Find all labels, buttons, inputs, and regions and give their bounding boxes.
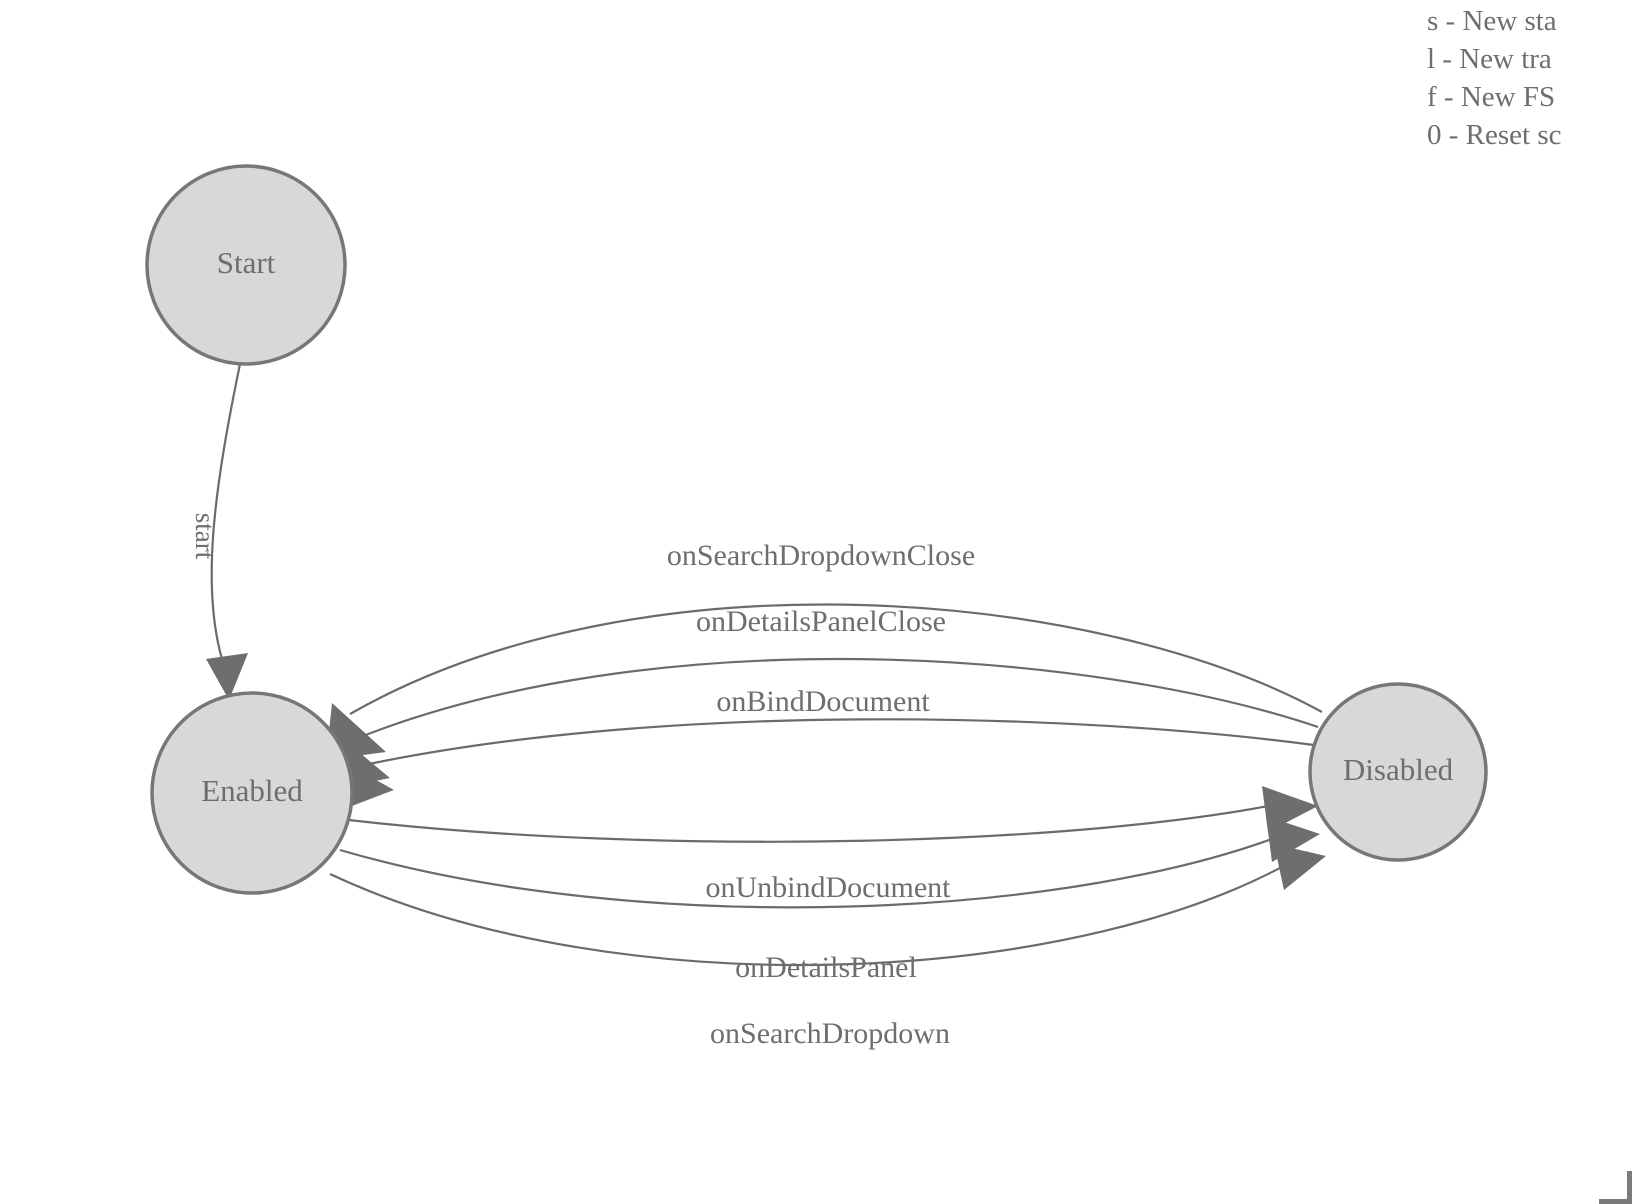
arrowhead-start-to-enabled — [206, 653, 248, 700]
edge-start-to-enabled[interactable] — [210, 363, 242, 667]
edge-onUnbindDocument[interactable] — [348, 798, 1299, 843]
node-disabled-circle[interactable] — [1308, 682, 1488, 862]
edge-label-start: start — [190, 513, 220, 560]
node-enabled-circle[interactable] — [150, 691, 354, 895]
edge-onBindDocument[interactable] — [349, 718, 1315, 770]
node-start-label: Start — [217, 245, 276, 280]
node-disabled[interactable]: Disabled — [1308, 682, 1488, 862]
edge-label-onSearchDropdownClose: onSearchDropdownClose — [667, 539, 975, 572]
node-enabled-label: Enabled — [201, 773, 303, 808]
arrowhead-onSearchDropdown — [1274, 844, 1326, 890]
edge-label-onSearchDropdown: onSearchDropdown — [710, 1017, 950, 1050]
help-line-new-transition: l - New tra — [1427, 43, 1552, 75]
edge-onSearchDropdown[interactable] — [329, 851, 1309, 967]
edge-label-onDetailsPanelClose: onDetailsPanelClose — [696, 605, 946, 638]
node-start-circle[interactable] — [145, 164, 347, 366]
help-line-new-state: s - New sta — [1427, 5, 1557, 37]
help-line-new-fsm: f - New FS — [1427, 81, 1556, 113]
edge-label-onDetailsPanel: onDetailsPanel — [735, 951, 917, 984]
node-enabled[interactable]: Enabled — [150, 691, 354, 895]
resize-corner-handle[interactable] — [1599, 1171, 1632, 1204]
help-legend: s - New sta l - New tra f - New FS 0 - R… — [1427, 0, 1632, 154]
node-disabled-label: Disabled — [1343, 752, 1454, 787]
edge-label-onUnbindDocument: onUnbindDocument — [706, 871, 952, 904]
edge-onDetailsPanelClose[interactable] — [347, 657, 1319, 744]
edge-onSearchDropdownClose[interactable] — [349, 603, 1323, 715]
node-start[interactable]: Start — [145, 164, 347, 366]
edge-label-onBindDocument: onBindDocument — [716, 685, 930, 718]
help-line-reset: 0 - Reset sc — [1427, 119, 1562, 151]
edge-onDetailsPanel[interactable] — [339, 826, 1301, 909]
